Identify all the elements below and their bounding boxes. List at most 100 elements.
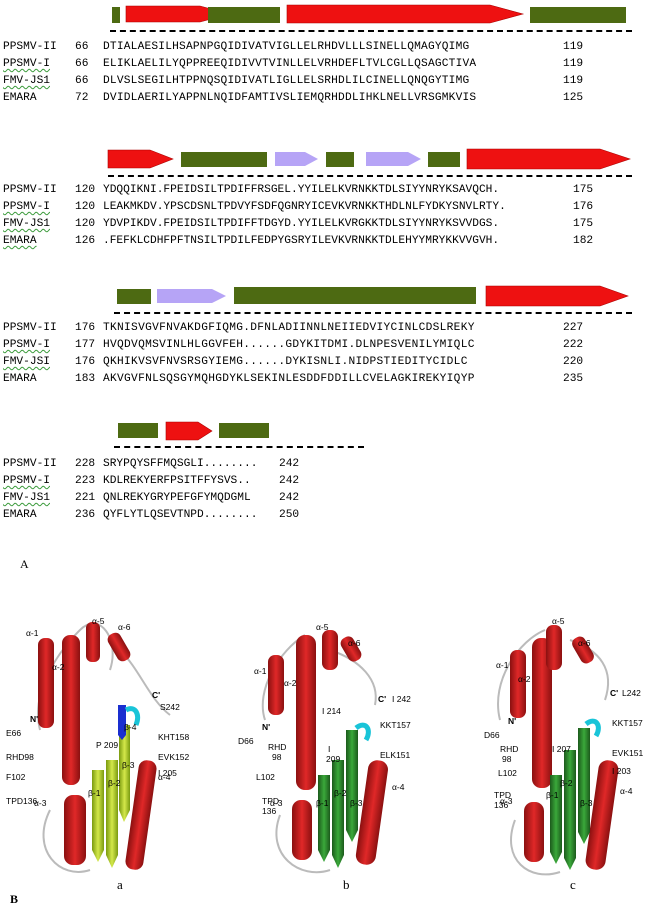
helix-arrow: [286, 4, 525, 24]
alignment-dashes: [114, 312, 632, 314]
seq-name: EMARA: [3, 373, 37, 385]
label-motif: 98: [272, 752, 282, 762]
alignment-row: PPSMV-II 176 TKNISVGVFNVAKDGFIQMG.DFNLADII…: [3, 322, 583, 335]
seq-start: 176: [75, 322, 96, 334]
seq-name: PPSMV-II: [3, 184, 57, 196]
label-motif: I 203: [612, 766, 631, 776]
seq-end: 119: [563, 41, 584, 53]
seq-start: 223: [75, 475, 96, 487]
label-helix: α-1: [496, 660, 509, 670]
helix-alpha5: [322, 630, 338, 670]
label-motif: KKT157: [612, 718, 643, 728]
secondary-structure-layer: [107, 4, 631, 441]
label-helix: α-3: [270, 798, 283, 808]
helix-alpha2: [296, 635, 316, 790]
label-c-term: C': [610, 688, 618, 698]
helix-alpha4: [585, 760, 619, 870]
label-motif: EVK151: [612, 748, 643, 758]
helix-alpha3: [64, 795, 86, 865]
label-end: L242: [622, 688, 641, 698]
label-motif: RHD: [500, 744, 518, 754]
label-motif: ELK151: [380, 750, 411, 760]
seq-end: 119: [563, 58, 584, 70]
label-motif: I 207: [552, 744, 571, 754]
seq-start: 221: [75, 492, 96, 504]
seq-name: PPSMV-II: [3, 322, 57, 334]
seq-residues: HVQDVQMSVINLHLGGVFEH......GDYKITDMI.DLNP…: [103, 339, 475, 351]
label-motif: 98: [502, 754, 512, 764]
seq-name: EMARA: [3, 509, 37, 521]
alignment-dashes: [110, 30, 632, 32]
seq-residues: DTIALAESILHSAPNPGQIDIVATVIGLLELRHDVLLLSI…: [103, 41, 470, 53]
helix-alpha1: [510, 650, 526, 718]
label-n-term: N': [508, 716, 516, 726]
beta-arrow: [366, 152, 421, 166]
label-c-term: C': [378, 694, 386, 704]
helix-arrow: [165, 421, 213, 441]
seq-end: 220: [563, 356, 584, 368]
seq-end: 235: [563, 373, 584, 385]
label-strand: β-1: [316, 798, 329, 808]
label-helix: α-2: [52, 662, 65, 672]
seq-residues: SRYPQYSFFMQSGLI........: [103, 458, 258, 470]
label-helix: α-2: [284, 678, 297, 688]
label-end: I 242: [392, 694, 411, 704]
structure-label-c: c: [570, 877, 576, 892]
seq-start: 120: [75, 201, 96, 213]
strand-beta1: [550, 775, 562, 864]
label-helix: α-4: [158, 772, 171, 782]
seq-residues: TKNISVGVFNVAKDGFIQMG.DFNLADIINNLNEIIEDVI…: [103, 322, 475, 334]
structure-panel: α-1 α-2 α-3 α-4 α-5 α-6 β-1 β-2 β-3 β-4 …: [6, 616, 643, 876]
seq-start: 66: [75, 58, 89, 70]
seq-end: 250: [279, 509, 300, 521]
strand-bar: [117, 289, 151, 304]
helix-alpha6: [572, 636, 594, 664]
label-motif: P 209: [96, 740, 118, 750]
seq-end: 175: [573, 218, 594, 230]
label-helix: α-4: [620, 786, 633, 796]
helix-alpha5: [86, 622, 100, 662]
label-n-term: N': [262, 722, 270, 732]
seq-start: 66: [75, 41, 89, 53]
helix-arrow: [107, 149, 174, 169]
label-motif: 209: [326, 754, 340, 764]
label-strand: β-1: [546, 790, 559, 800]
label-start: D66: [238, 736, 254, 746]
helix-alpha6: [107, 632, 131, 662]
seq-residues: KDLREKYERFPSITFFYSVS..: [103, 475, 251, 487]
alignment-row: PPSMV-II 66 DTIALAESILHSAPNPGQIDIVATVIGLLE…: [3, 41, 583, 54]
strand-bar: [118, 423, 158, 438]
label-helix: α-6: [118, 622, 131, 632]
seq-residues: LEAKMKDV.YPSCDSNLTPDVYFSDFQGNRYICEVKVRNK…: [103, 201, 506, 213]
seq-name: PPSMV-I: [3, 475, 50, 487]
strand-beta2: [106, 760, 118, 868]
seq-residues: DLVSLSEGILHTPPNQSQIDIVATLIGLLELSRHDLILCI…: [103, 75, 470, 87]
seq-start: 72: [75, 92, 89, 104]
seq-start: 176: [75, 356, 96, 368]
seq-start: 66: [75, 75, 89, 87]
structure-a: [37, 622, 171, 873]
label-helix: α-6: [348, 638, 361, 648]
helix-alpha3: [292, 800, 312, 860]
seq-name: PPSMV-II: [3, 41, 57, 53]
label-motif: 136: [494, 800, 508, 810]
label-motif: KKT157: [380, 720, 411, 730]
helix-arrow: [466, 148, 631, 170]
helix-arrow: [485, 285, 629, 307]
label-helix: α-6: [578, 638, 591, 648]
alignment-dashes: [108, 175, 632, 177]
seq-start: 183: [75, 373, 96, 385]
label-motif: KHT158: [158, 732, 189, 742]
label-start: E66: [6, 728, 21, 738]
seq-start: 120: [75, 218, 96, 230]
seq-name: EMARA: [3, 235, 37, 247]
seq-residues: QYFLYTLQSEVTNPD........: [103, 509, 258, 521]
helix-alpha4: [125, 760, 157, 870]
strand-bar: [530, 7, 626, 23]
label-strand: β-2: [334, 788, 347, 798]
